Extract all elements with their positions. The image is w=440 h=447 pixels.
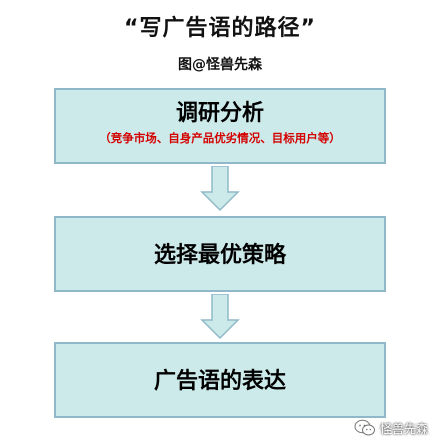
watermark-text: 怪兽先森 (379, 421, 428, 436)
step-title: 选择最优策略 (153, 243, 286, 268)
step-title: 广告语的表达 (153, 369, 286, 394)
wechat-logo-icon (354, 419, 375, 436)
step-title: 调研分析 (175, 101, 264, 126)
author-credit: 图@怪兽先森 (178, 57, 262, 73)
step-box-research: 调研分析 （竞争市场、自身产品优劣情况、目标用户等） (54, 88, 386, 164)
step-box-expression: 广告语的表达 (54, 342, 386, 418)
down-arrow-icon (200, 166, 240, 212)
step-box-strategy: 选择最优策略 (54, 216, 386, 292)
down-arrow-icon (200, 294, 240, 340)
diagram-title: “写广告语的路径” (124, 16, 316, 41)
watermark: 怪兽先森 (354, 419, 428, 437)
step-note: （竞争市场、自身产品优劣情况、目标用户等） (99, 131, 341, 145)
